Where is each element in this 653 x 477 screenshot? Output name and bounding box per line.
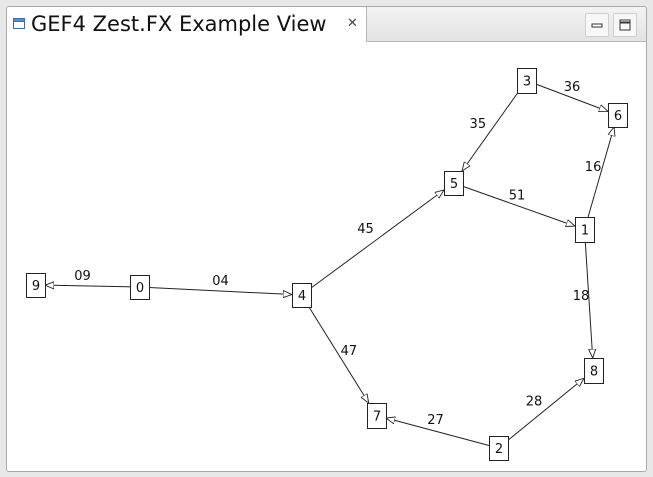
edge-18[interactable] [584,241,592,358]
edge-04[interactable] [148,286,292,294]
view-title: GEF4 Zest.FX Example View [31,12,327,36]
edge-28[interactable] [507,378,584,441]
edge-09[interactable] [45,285,131,287]
node-box[interactable] [367,403,387,429]
node-8[interactable]: 8 [584,358,604,384]
node-label: 7 [373,410,381,425]
node-label: 0 [136,281,144,296]
maximize-icon [619,19,631,31]
view-icon [13,18,25,29]
edge-label-47: 47 [341,344,358,359]
view-tab-bar: GEF4 Zest.FX Example View ✕ [7,7,646,42]
node-9[interactable]: 9 [26,273,46,298]
node-label: 6 [614,109,622,124]
node-box[interactable] [517,68,537,94]
edge-label-04: 04 [212,274,229,289]
node-4[interactable]: 4 [292,283,312,308]
edge-label-27: 27 [427,413,444,428]
node-box[interactable] [575,217,595,243]
edge-45[interactable] [310,190,444,289]
edge-51[interactable] [462,185,575,226]
node-box[interactable] [608,103,628,128]
edge-label-18: 18 [573,289,590,304]
node-label: 1 [581,224,589,239]
node-5[interactable]: 5 [444,171,464,196]
node-label: 9 [32,279,40,294]
node-2[interactable]: 2 [489,436,509,461]
node-label: 4 [298,289,306,304]
minimize-button[interactable] [585,13,609,37]
edge-label-35: 35 [470,117,487,132]
view-tab[interactable]: GEF4 Zest.FX Example View ✕ [7,7,367,42]
node-6[interactable]: 6 [608,103,628,128]
edge-35[interactable] [462,92,519,171]
node-7[interactable]: 7 [367,403,387,429]
node-box[interactable] [584,358,604,384]
edge-47[interactable] [308,306,369,403]
node-box[interactable] [489,436,509,461]
node-1[interactable]: 1 [575,217,595,243]
node-label: 8 [590,365,598,380]
node-0[interactable]: 0 [130,275,150,300]
edge-label-36: 36 [564,80,581,95]
edge-27[interactable] [386,418,490,446]
minimize-icon [591,23,603,28]
node-box[interactable] [130,275,150,300]
edge-label-45: 45 [357,222,374,237]
maximize-button[interactable] [613,13,637,37]
node-label: 2 [495,442,503,457]
edge-16[interactable] [587,127,614,218]
node-box[interactable] [292,283,312,308]
edge-label-28: 28 [526,394,543,409]
node-box[interactable] [444,171,464,196]
node-box[interactable] [26,273,46,298]
edge-label-09: 09 [74,269,91,284]
edge-36[interactable] [535,83,608,111]
node-3[interactable]: 3 [517,68,537,94]
node-label: 3 [523,75,531,90]
node-label: 5 [450,177,458,192]
close-icon[interactable]: ✕ [347,16,358,31]
edge-label-51: 51 [509,188,526,203]
edge-label-16: 16 [585,160,602,175]
